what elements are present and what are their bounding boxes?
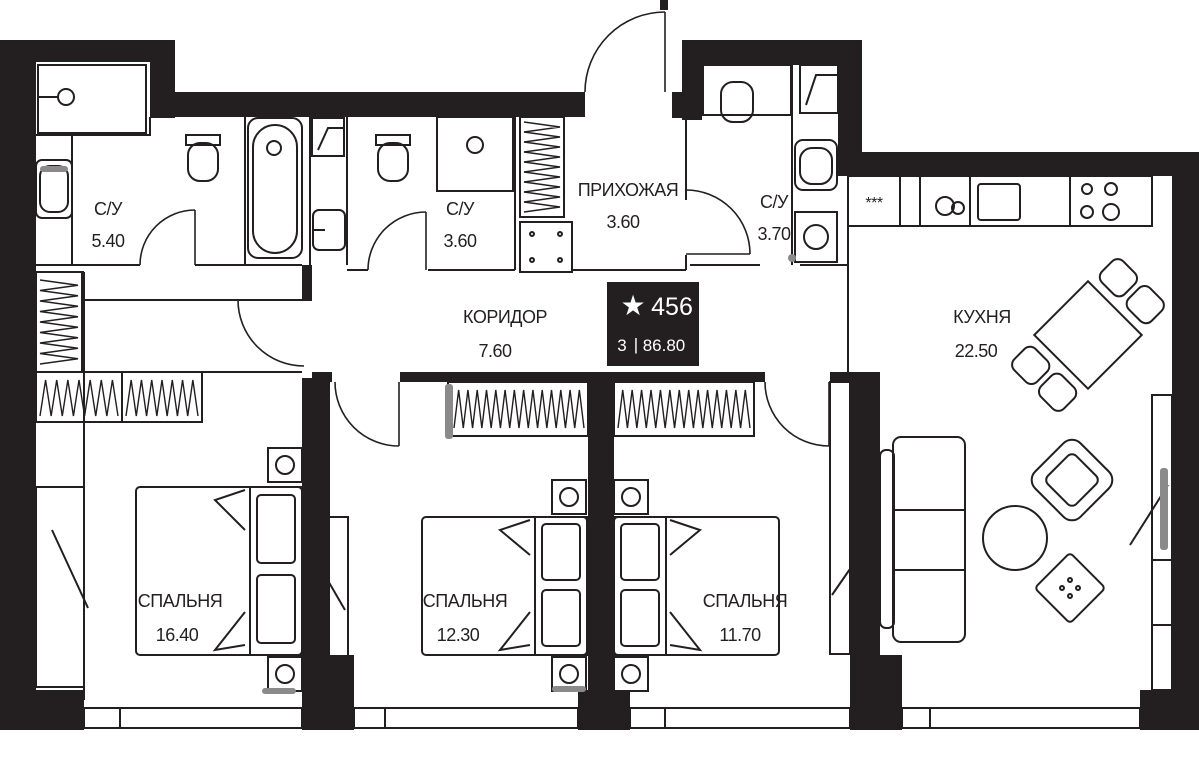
handles <box>40 166 1168 694</box>
bedroom-mid-name: СПАЛЬНЯ <box>423 591 507 611</box>
bedroom-furniture <box>35 381 871 692</box>
apartment-badge: ★ 456 3 | 86.80 <box>605 280 701 368</box>
hall-area: 3.60 <box>606 212 640 232</box>
kitchen-furniture: *** <box>847 175 1169 643</box>
apartment-number: 456 <box>651 293 693 321</box>
bath-mid-area: 3.60 <box>443 231 477 251</box>
kitchen-name: КУХНЯ <box>953 307 1011 327</box>
windows <box>83 394 1173 729</box>
bedroom-left-area: 16.40 <box>156 625 199 645</box>
bedroom-left-name: СПАЛЬНЯ <box>138 591 222 611</box>
corridor-name: КОРИДОР <box>463 307 547 327</box>
svg-text:***: *** <box>865 195 882 212</box>
bath-left-area: 5.40 <box>91 231 125 251</box>
bath-left-name: С/У <box>94 199 123 219</box>
bedroom-mid-area: 12.30 <box>437 625 480 645</box>
room-labels: С/У 5.40 С/У 3.60 ПРИХОЖАЯ 3.60 С/У 3.70… <box>91 180 1011 645</box>
star-icon: ★ <box>620 290 645 321</box>
bedroom-right-area: 11.70 <box>719 625 761 645</box>
room-count: 3 <box>617 336 626 355</box>
bath-mid-name: С/У <box>446 199 475 219</box>
total-area: 86.80 <box>643 336 686 355</box>
sanitary-fixtures <box>35 64 839 273</box>
badge-separator: | <box>634 335 638 354</box>
kitchen-area: 22.50 <box>955 341 998 361</box>
bath-right-name: С/У <box>760 192 789 212</box>
hall-name: ПРИХОЖАЯ <box>578 180 679 200</box>
wardrobes <box>35 116 755 437</box>
bedroom-right-name: СПАЛЬНЯ <box>703 591 787 611</box>
walls <box>0 40 1199 730</box>
corridor-area: 7.60 <box>478 341 512 361</box>
bath-right-area: 3.70 <box>757 224 791 244</box>
